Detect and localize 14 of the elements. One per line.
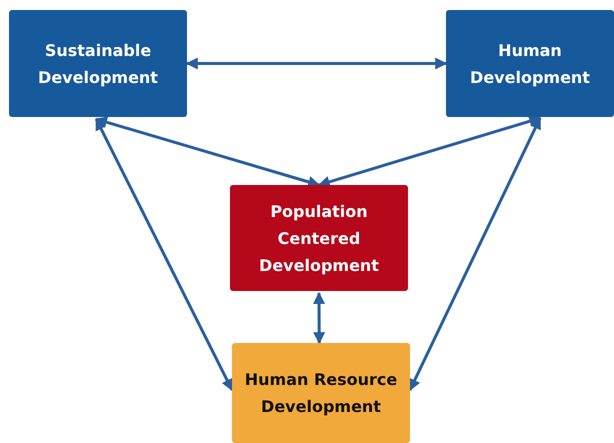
process-box — [446, 10, 614, 117]
double-arrow — [313, 292, 326, 344]
node-label: Population Centered Development — [258, 200, 380, 276]
process-box — [232, 343, 410, 443]
double-arrow — [94, 118, 234, 392]
double-arrow — [408, 116, 542, 392]
double-arrow — [95, 116, 320, 188]
double-arrow — [186, 58, 448, 70]
process-box — [230, 185, 408, 291]
node-label: Human Development — [469, 40, 591, 88]
node-label: Sustainable Development — [37, 40, 159, 88]
process-box — [9, 10, 187, 117]
node-label: Human Resource Development — [244, 369, 398, 418]
double-arrow — [318, 115, 542, 188]
